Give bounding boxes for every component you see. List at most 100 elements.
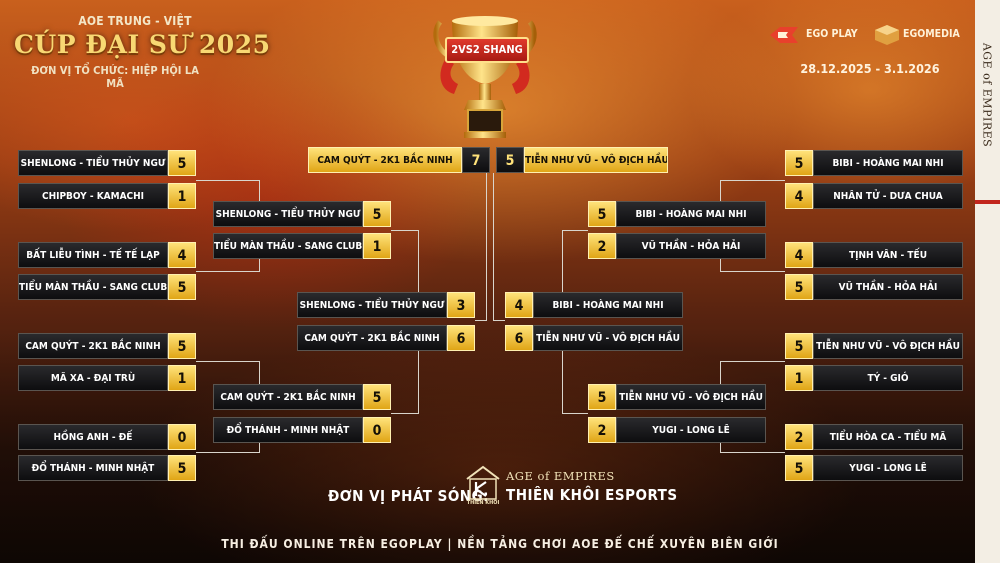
team-name: TIỄN NHƯ VŨ - VÔ ĐỊCH HẦU	[524, 147, 668, 173]
connector-line	[493, 173, 494, 321]
right-sf-team-2: TIỄN NHƯ VŨ - VÔ ĐỊCH HẦU 6	[505, 325, 683, 351]
team-name: YUGI - LONG LÊ	[616, 417, 766, 443]
left-r1-team-8: ĐỔ THÁNH - MINH NHẬT 5	[18, 455, 196, 481]
team-name: VŨ THẦN - HỎA HẢI	[813, 274, 963, 300]
left-sf-team-1: SHENLONG - TIỂU THỦY NGƯ 3	[297, 292, 475, 318]
connector-line	[720, 361, 785, 362]
connector-line	[562, 413, 588, 414]
side-brand-accent	[975, 200, 1000, 204]
team-score: 2	[588, 417, 616, 443]
left-r1-team-6: MÃ XA - ĐẠI TRÙ 1	[18, 365, 196, 391]
right-r2-team-1: BIBI - HOÀNG MAI NHI 5	[588, 201, 766, 227]
team-score: 1	[785, 365, 813, 391]
right-r1-team-7: TIỂU HÒA CA - TIỂU MÃ 2	[785, 424, 963, 450]
team-score: 5	[363, 201, 391, 227]
connector-line	[486, 173, 487, 321]
team-score: 3	[447, 292, 475, 318]
team-score: 6	[505, 325, 533, 351]
left-sf-team-2: CAM QUÝT - 2K1 BẮC NINH 6	[297, 325, 475, 351]
team-score: 4	[785, 183, 813, 209]
right-r1-team-4: VŨ THẦN - HỎA HẢI 5	[785, 274, 963, 300]
left-r1-team-1: SHENLONG - TIỂU THỦY NGƯ 5	[18, 150, 196, 176]
final-left-team: CAM QUÝT - 2K1 BẮC NINH 7	[308, 147, 490, 173]
team-name: BIBI - HOÀNG MAI NHI	[533, 292, 683, 318]
connector-line	[493, 320, 505, 321]
team-name: BIBI - HOÀNG MAI NHI	[616, 201, 766, 227]
connector-line	[196, 452, 260, 453]
team-name: CAM QUÝT - 2K1 BẮC NINH	[213, 384, 363, 410]
team-name: TIỂU MÀN THẦU - SANG CLUB	[18, 274, 168, 300]
right-sf-team-1: BIBI - HOÀNG MAI NHI 4	[505, 292, 683, 318]
team-score: 2	[785, 424, 813, 450]
team-name: BẤT LIỄU TÌNH - TẾ TẾ LẠP	[18, 242, 168, 268]
broadcaster-name: THIÊN KHÔI ESPORTS	[506, 486, 678, 504]
egomedia-logo-icon	[875, 25, 899, 45]
team-score: 1	[168, 183, 196, 209]
connector-line	[418, 351, 419, 414]
team-score: 0	[363, 417, 391, 443]
team-name: HỒNG ANH - ĐẾ	[18, 424, 168, 450]
team-name: CAM QUÝT - 2K1 BẮC NINH	[308, 147, 462, 173]
right-r1-team-8: YUGI - LONG LÊ 5	[785, 455, 963, 481]
left-r1-team-3: BẤT LIỄU TÌNH - TẾ TẾ LẠP 4	[18, 242, 196, 268]
final-right-team: TIỄN NHƯ VŨ - VÔ ĐỊCH HẦU 5	[496, 147, 668, 173]
connector-line	[259, 259, 260, 272]
right-r2-team-3: TIỄN NHƯ VŨ - VÔ ĐỊCH HẦU 5	[588, 384, 766, 410]
connector-line	[562, 230, 588, 231]
egoplay-logo-text: EGO PLAY	[806, 28, 858, 40]
team-score: 1	[168, 365, 196, 391]
team-name: ĐỔ THÁNH - MINH NHẬT	[18, 455, 168, 481]
right-r1-team-5: TIỄN NHƯ VŨ - VÔ ĐỊCH HẦU 5	[785, 333, 963, 359]
connector-line	[720, 271, 785, 272]
connector-line	[720, 180, 721, 201]
team-name: TIỄN NHƯ VŨ - VÔ ĐỊCH HẦU	[533, 325, 683, 351]
team-name: NHÂN TỬ - DƯA CHUA	[813, 183, 963, 209]
team-score: 5	[588, 384, 616, 410]
left-r1-team-2: CHIPBOY - KAMACHI 1	[18, 183, 196, 209]
team-name: BIBI - HOÀNG MAI NHI	[813, 150, 963, 176]
left-r1-team-4: TIỂU MÀN THẦU - SANG CLUB 5	[18, 274, 196, 300]
team-score: 5	[168, 274, 196, 300]
team-score: 4	[505, 292, 533, 318]
event-dates: 28.12.2025 - 3.1.2026	[800, 61, 940, 76]
team-score: 2	[588, 233, 616, 259]
team-name: YUGI - LONG LÊ	[813, 455, 963, 481]
side-brand-text: AGE of EMPIRES	[980, 42, 994, 148]
left-r2-team-1: SHENLONG - TIỂU THỦY NGƯ 5	[213, 201, 391, 227]
organizer-text: ĐƠN VỊ TỔ CHỨC: HIỆP HỘI LA MÃ	[31, 64, 199, 90]
connector-line	[418, 230, 419, 292]
connector-line	[562, 351, 563, 414]
egomedia-logo-text: EGOMEDIA	[903, 28, 960, 40]
team-name: VŨ THẦN - HỎA HẢI	[616, 233, 766, 259]
team-name: TIỂU MÀN THẦU - SANG CLUB	[213, 233, 363, 259]
event-subtitle: AOE TRUNG - VIỆT	[78, 14, 192, 28]
connector-line	[562, 230, 563, 292]
egoplay-logo-icon	[770, 27, 798, 43]
team-name: TIỄN NHƯ VŨ - VÔ ĐỊCH HẦU	[616, 384, 766, 410]
connector-line	[720, 452, 785, 453]
team-score: 6	[447, 325, 475, 351]
left-r2-team-2: TIỂU MÀN THẦU - SANG CLUB 1	[213, 233, 391, 259]
team-score: 5	[168, 455, 196, 481]
team-name: SHENLONG - TIỂU THỦY NGƯ	[213, 201, 363, 227]
team-score: 5	[785, 274, 813, 300]
team-name: CAM QUÝT - 2K1 BẮC NINH	[297, 325, 447, 351]
connector-line	[720, 259, 721, 272]
connector-line	[720, 361, 721, 384]
left-r1-team-5: CAM QUÝT - 2K1 BẮC NINH 5	[18, 333, 196, 359]
trophy-label: 2VS2 SHANG	[445, 37, 529, 63]
side-brand-strip	[975, 0, 1000, 563]
left-r1-team-7: HỒNG ANH - ĐẾ 0	[18, 424, 196, 450]
thien-khoi-logo-icon	[466, 465, 500, 500]
connector-line	[196, 180, 260, 181]
team-name: TIỄN NHƯ VŨ - VÔ ĐỊCH HẦU	[813, 333, 963, 359]
connector-line	[391, 413, 419, 414]
connector-line	[196, 271, 260, 272]
left-r2-team-4: ĐỔ THÁNH - MINH NHẬT 0	[213, 417, 391, 443]
team-score: 5	[168, 333, 196, 359]
trophy-icon	[433, 16, 537, 138]
team-score: 0	[168, 424, 196, 450]
team-name: TIỂU HÒA CA - TIỂU MÃ	[813, 424, 963, 450]
team-name: SHENLONG - TIỂU THỦY NGƯ	[18, 150, 168, 176]
